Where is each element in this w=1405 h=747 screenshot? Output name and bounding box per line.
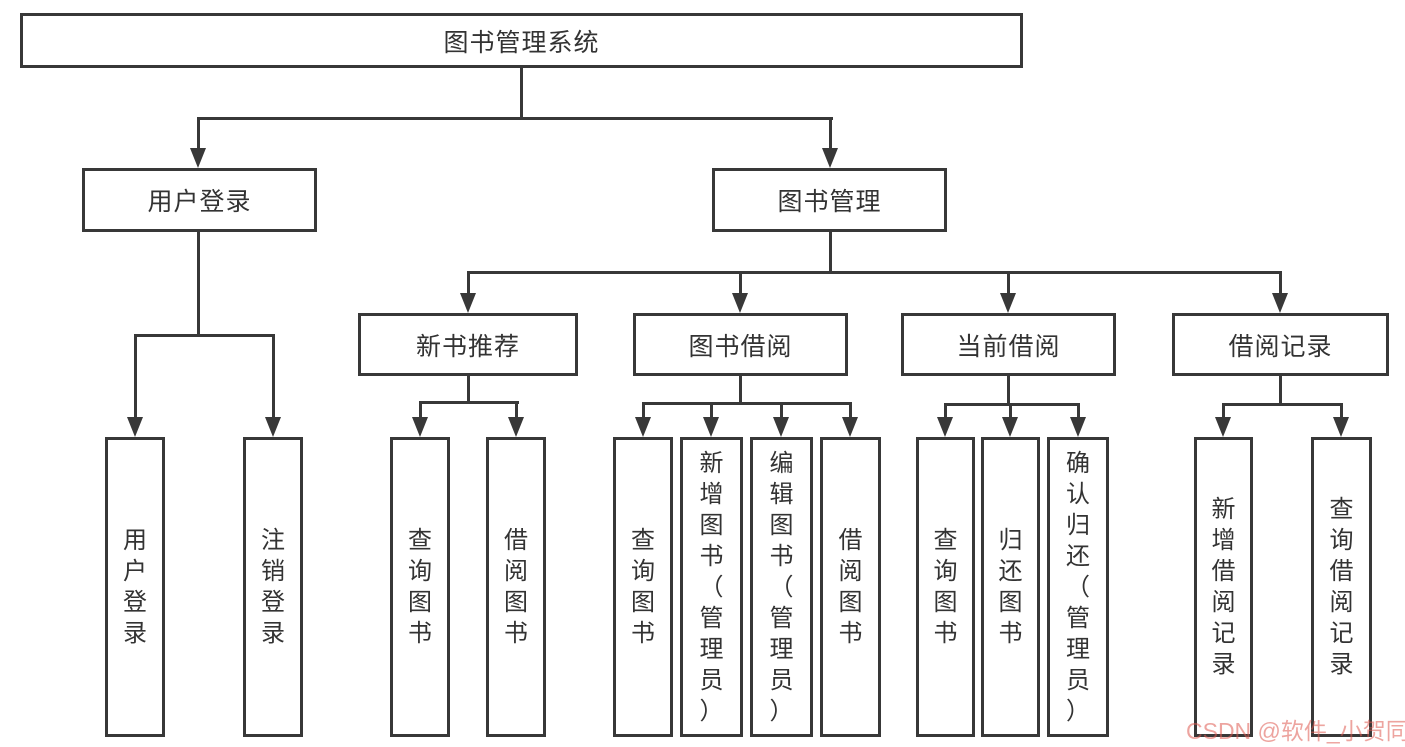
node-borrow-book: 借 阅 图 书 <box>820 437 881 737</box>
node-confirm-return-admin: 确 认 归 还 （ 管 理 员 ） <box>1047 437 1109 737</box>
node-logout: 注 销 登 录 <box>243 437 303 737</box>
node-library-system: 图书管理系统 <box>20 13 1023 68</box>
connector <box>520 68 523 119</box>
arrowhead-down-icon <box>1002 417 1018 437</box>
connector <box>944 403 947 420</box>
connector <box>197 117 200 150</box>
arrowhead-down-icon <box>1272 293 1288 313</box>
arrowhead-down-icon <box>508 417 524 437</box>
connector <box>829 117 832 150</box>
node-label: 图书借阅 <box>688 332 793 361</box>
connector <box>1222 403 1342 406</box>
connector <box>1340 403 1343 420</box>
node-label: 查 询 图 书 <box>933 527 958 647</box>
connector <box>739 271 742 296</box>
connector <box>467 271 470 296</box>
node-book-management: 图书管理 <box>712 168 947 232</box>
connector <box>642 402 851 405</box>
arrowhead-down-icon <box>937 417 953 437</box>
connector <box>134 334 274 337</box>
node-add-book-admin: 新 增 图 书 （ 管 理 员 ） <box>680 437 743 737</box>
arrowhead-down-icon <box>773 417 789 437</box>
node-label: 新 增 图 书 （ 管 理 员 ） <box>699 449 724 725</box>
connector <box>739 376 742 404</box>
connector <box>1279 376 1282 405</box>
node-current-borrowing: 当前借阅 <box>901 313 1116 376</box>
node-label: 用 户 登 录 <box>123 527 147 647</box>
arrowhead-down-icon <box>732 293 748 313</box>
node-new-book-recommend: 新书推荐 <box>358 313 578 376</box>
node-label: 当前借阅 <box>956 332 1061 361</box>
node-label: 图书管理系统 <box>443 28 600 57</box>
node-borrow-books-recommend: 借 阅 图 书 <box>486 437 546 737</box>
node-label: 借 阅 图 书 <box>838 527 863 647</box>
watermark: CSDN @软件_小贺同学 <box>1186 718 1405 744</box>
connector <box>419 401 422 420</box>
connector <box>197 117 833 120</box>
node-query-books-recommend: 查 询 图 书 <box>390 437 450 737</box>
node-query-books-current: 查 询 图 书 <box>916 437 975 737</box>
arrowhead-down-icon <box>1333 417 1349 437</box>
connector <box>1007 271 1010 296</box>
node-label: 编 辑 图 书 （ 管 理 员 ） <box>769 449 794 725</box>
arrowhead-down-icon <box>635 417 651 437</box>
arrowhead-down-icon <box>822 148 838 168</box>
node-label: 注 销 登 录 <box>261 527 285 647</box>
node-label: 借 阅 图 书 <box>504 527 528 647</box>
node-label: 查 询 借 阅 记 录 <box>1329 496 1354 678</box>
connector <box>710 402 713 420</box>
arrowhead-down-icon <box>703 417 719 437</box>
node-user-login-leaf: 用 户 登 录 <box>105 437 165 737</box>
node-label: 新 增 借 阅 记 录 <box>1211 496 1236 678</box>
arrowhead-down-icon <box>1070 417 1086 437</box>
connector <box>467 376 470 404</box>
arrowhead-down-icon <box>1000 293 1016 313</box>
node-label: 查 询 图 书 <box>631 527 655 647</box>
connector <box>944 403 1080 406</box>
node-label: 借阅记录 <box>1228 332 1333 361</box>
connector <box>134 334 137 420</box>
connector <box>1077 403 1080 420</box>
arrowhead-down-icon <box>190 148 206 168</box>
arrowhead-down-icon <box>412 417 428 437</box>
node-query-borrow-record: 查 询 借 阅 记 录 <box>1311 437 1372 737</box>
connector <box>272 334 275 420</box>
arrowhead-down-icon <box>1215 417 1231 437</box>
connector <box>780 402 783 420</box>
arrowhead-down-icon <box>842 417 858 437</box>
node-add-borrow-record: 新 增 借 阅 记 录 <box>1194 437 1253 737</box>
node-user-login: 用户登录 <box>82 168 317 232</box>
node-label: 图书管理 <box>777 188 882 216</box>
connector <box>1279 271 1282 296</box>
node-label: 确 认 归 还 （ 管 理 员 ） <box>1066 449 1090 725</box>
connector <box>197 232 200 337</box>
node-label: 查 询 图 书 <box>408 527 432 647</box>
node-label: 新书推荐 <box>415 332 520 361</box>
connector <box>849 402 852 420</box>
connector <box>1009 403 1012 420</box>
node-return-book: 归 还 图 书 <box>981 437 1040 737</box>
arrowhead-down-icon <box>127 417 143 437</box>
connector <box>419 401 519 404</box>
node-query-books-borrowing: 查 询 图 书 <box>613 437 673 737</box>
node-edit-book-admin: 编 辑 图 书 （ 管 理 员 ） <box>750 437 813 737</box>
connector <box>829 232 832 274</box>
connector <box>642 402 645 420</box>
node-label: 归 还 图 书 <box>998 527 1023 647</box>
arrowhead-down-icon <box>265 417 281 437</box>
node-label: 用户登录 <box>147 188 252 216</box>
connector <box>515 401 518 420</box>
connector <box>1222 403 1225 420</box>
connector <box>467 271 1281 274</box>
node-borrowing-records: 借阅记录 <box>1172 313 1389 376</box>
arrowhead-down-icon <box>460 293 476 313</box>
node-book-borrowing: 图书借阅 <box>633 313 848 376</box>
connector <box>1007 376 1010 405</box>
